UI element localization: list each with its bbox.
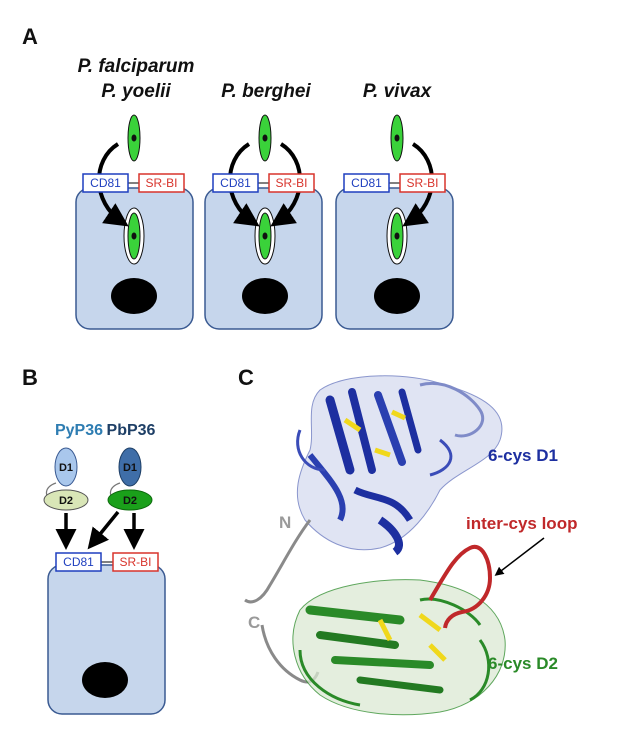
srbi-text-2: SR-BI: [275, 176, 307, 190]
sporozoite-outside-1: [127, 114, 141, 162]
cd81-text-b: CD81: [63, 555, 94, 569]
nucleus-1: [111, 278, 157, 314]
hepatocyte-cell-b: [47, 564, 166, 715]
srbi-text-b: SR-BI: [119, 555, 151, 569]
srbi-text-3: SR-BI: [406, 176, 438, 190]
svg-text:D1: D1: [123, 462, 137, 474]
sporozoite-inside-1: [123, 207, 145, 265]
pbp36-label: PbP36: [107, 422, 156, 439]
label-inter-cys-loop: inter-cys loop: [466, 514, 578, 533]
receptor-pair-3: CD81 SR-BI: [343, 173, 446, 193]
panel-label-c: C: [238, 365, 254, 390]
receptor-pair-1: CD81 SR-BI: [82, 173, 185, 193]
cd81-box-3: [343, 173, 390, 193]
srbi-box-3: [399, 173, 446, 193]
n-terminus-chain: [244, 519, 312, 604]
inter-cys-loop: [428, 544, 493, 629]
sporozoite-inside-3: [386, 207, 408, 265]
label-n-terminus: N: [279, 513, 292, 532]
pbp36-d2: [107, 489, 153, 511]
species-label-vivax: P. vivax: [362, 81, 432, 102]
d2-domain-shape: [292, 579, 506, 716]
pbp36-protein: D1 D2: [107, 447, 153, 511]
cd81-box-1: [82, 173, 129, 193]
pbp36-d1: [118, 447, 142, 487]
panel-label-a: A: [22, 24, 38, 49]
label-6cys-d2: 6-cys D2: [488, 654, 558, 673]
panel-label-b: B: [22, 365, 38, 390]
pyp36-protein: D1 D2: [43, 447, 89, 511]
cd81-text-3: CD81: [351, 176, 382, 190]
arrow-pbp36-cd81: [87, 510, 120, 550]
pyp36-d1: [54, 447, 78, 487]
srbi-box-2: [268, 173, 315, 193]
species-label-yoelii: P. yoelii: [101, 81, 171, 102]
receptor-pair-b: CD81 SR-BI: [55, 552, 159, 572]
cd81-box-b: [55, 552, 102, 572]
species-label-berghei: P. berghei: [221, 81, 311, 102]
protein-structure: [244, 375, 545, 716]
loop-pointer-arrow: [494, 537, 545, 576]
sporozoite-outside-2: [258, 114, 272, 162]
nucleus-2: [242, 278, 288, 314]
label-c-terminus: C: [248, 613, 261, 632]
pyp36-label: PyP36: [55, 422, 103, 439]
nucleus-3: [374, 278, 420, 314]
svg-text:D2: D2: [123, 495, 137, 507]
sporozoite-inside-2: [254, 207, 276, 265]
receptor-pair-2: CD81 SR-BI: [212, 173, 315, 193]
svg-text:D2: D2: [59, 495, 73, 507]
srbi-text-1: SR-BI: [145, 176, 177, 190]
pyp36-d2: [43, 489, 89, 511]
cd81-box-2: [212, 173, 259, 193]
sporozoite-outside-3: [390, 114, 404, 162]
srbi-box-b: [112, 552, 159, 572]
species-label-falciparum: P. falciparum: [77, 56, 195, 77]
nucleus-b: [82, 662, 128, 698]
label-6cys-d1: 6-cys D1: [488, 446, 558, 465]
svg-text:D1: D1: [59, 462, 73, 474]
srbi-box-1: [138, 173, 185, 193]
cd81-text-2: CD81: [220, 176, 251, 190]
cd81-text-1: CD81: [90, 176, 121, 190]
